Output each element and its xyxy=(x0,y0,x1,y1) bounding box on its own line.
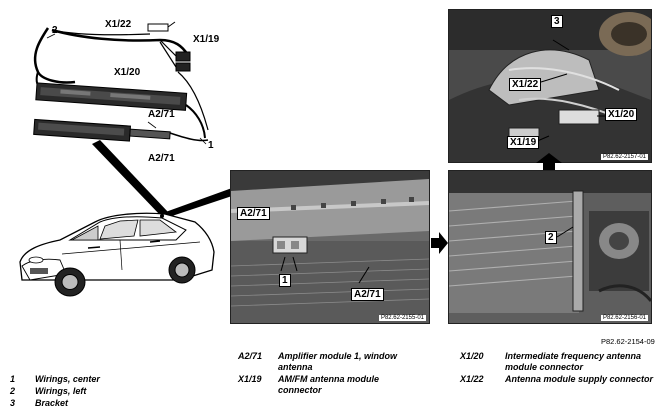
legend-text: Amplifier module 1, window antenna xyxy=(278,351,398,372)
top-label-x1-19: X1/19 xyxy=(507,136,540,149)
label-a2-71-upper: A2/71 xyxy=(148,109,175,120)
legend-key: 2 xyxy=(10,386,16,396)
label-n2-wiring: 2 xyxy=(52,25,58,36)
car-drawing xyxy=(19,140,232,297)
legend-key: A2/71 xyxy=(238,351,263,361)
photo-code-window: P82.62-2155-01 xyxy=(378,315,426,321)
legend-key: X1/19 xyxy=(238,374,262,384)
pointer-wedge-strip xyxy=(92,140,168,215)
arrow-right-icon xyxy=(431,232,448,254)
label-a2-71-lower: A2/71 xyxy=(148,153,175,164)
window-label-n1: 1 xyxy=(279,274,291,287)
label-x1-19: X1/19 xyxy=(193,34,220,45)
window-label-a2-71-left: A2/71 xyxy=(237,207,270,220)
photo-code-bracket: P82.62-2156-01 xyxy=(600,315,648,321)
legend-text: Bracket xyxy=(35,398,69,408)
wiring-harness-drawing xyxy=(33,21,209,145)
amplifier-module-lower xyxy=(33,118,171,142)
legend-item: X1/20 Intermediate frequency antenna mod… xyxy=(460,351,660,375)
legend-text: Antenna module supply connector xyxy=(505,374,654,384)
photo-code-top: P82.62-2157-01 xyxy=(600,154,648,160)
top-label-x1-22: X1/22 xyxy=(509,78,542,91)
pointer-wedge-window xyxy=(160,188,232,218)
label-n1-wiring: 1 xyxy=(208,140,214,151)
legend-text: Wirings, center xyxy=(35,374,100,384)
connector-x1-20 xyxy=(175,62,191,72)
label-x1-22: X1/22 xyxy=(105,19,132,30)
legend-item: 3 Bracket xyxy=(10,398,160,409)
top-label-n3: 3 xyxy=(551,15,563,28)
legend-item: X1/22 Antenna module supply connector xyxy=(460,374,660,386)
legend-item: 1 Wirings, center xyxy=(10,374,160,385)
arrow-up-icon xyxy=(536,153,562,171)
legend-item: X1/19 AM/FM antenna module connector xyxy=(238,374,438,398)
connector-x1-19 xyxy=(175,51,191,62)
wiring-left-line xyxy=(33,27,76,84)
legend-key: 3 xyxy=(10,398,16,408)
photo-connectors-top: 3 X1/22 X1/20 X1/19 P82.62-2157-01 xyxy=(448,9,652,163)
figure-code: P82.62-2154-09 xyxy=(601,337,655,346)
photo-rear-window: A2/71 1 A2/71 P82.62-2155-01 xyxy=(230,170,430,324)
legend-text: Wirings, left xyxy=(35,386,87,396)
legend-item: A2/71 Amplifier module 1, window antenna xyxy=(238,351,438,375)
amplifier-module-upper xyxy=(35,82,188,111)
photo-bracket: 2 P82.62-2156-01 xyxy=(448,170,652,324)
bracket-label-n2: 2 xyxy=(545,231,557,244)
window-label-a2-71-right: A2/71 xyxy=(351,288,384,301)
label-x1-20: X1/20 xyxy=(114,67,141,78)
connector-x1-22 xyxy=(147,23,169,32)
legend-key: X1/20 xyxy=(460,351,484,361)
legend-key: 1 xyxy=(10,374,16,384)
top-label-x1-20: X1/20 xyxy=(605,108,638,121)
legend-text: AM/FM antenna module connector xyxy=(278,374,379,395)
legend-item: 2 Wirings, left xyxy=(10,386,160,397)
legend-text: Intermediate frequency antenna module co… xyxy=(505,351,642,372)
legend-key: X1/22 xyxy=(460,374,484,384)
